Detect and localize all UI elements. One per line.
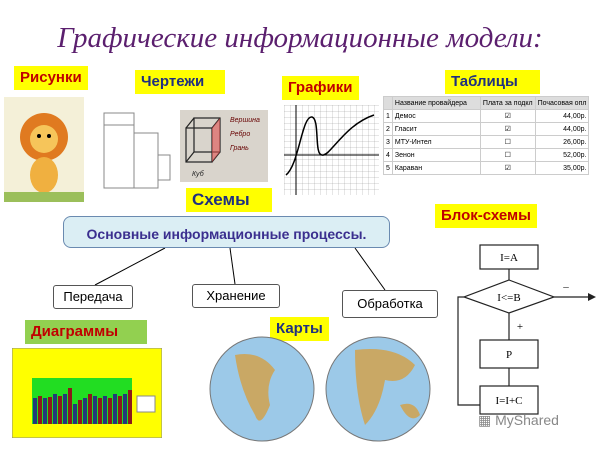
bar bbox=[33, 398, 37, 424]
bar bbox=[58, 396, 62, 424]
bar bbox=[83, 398, 87, 424]
bar bbox=[63, 394, 67, 424]
lion-drawing-image bbox=[4, 97, 84, 202]
bar bbox=[38, 396, 42, 424]
bar bbox=[68, 388, 72, 424]
label-flowcharts: Блок-схемы bbox=[435, 204, 537, 228]
bar bbox=[118, 396, 122, 424]
label-schemes: Схемы bbox=[186, 188, 272, 212]
presentation-icon: ▦ bbox=[478, 412, 496, 428]
bar bbox=[113, 394, 117, 424]
label-blueprints: Чертежи bbox=[135, 70, 225, 94]
label-maps: Карты bbox=[270, 317, 329, 341]
cube-edge-label: Ребро bbox=[230, 130, 250, 138]
cube-face-label: Грань bbox=[230, 145, 249, 152]
bar bbox=[43, 398, 47, 424]
cube-name-label: Куб bbox=[192, 170, 205, 178]
bar bbox=[93, 396, 97, 424]
bar bbox=[108, 398, 112, 424]
label-tables: Таблицы bbox=[445, 70, 540, 94]
bar bbox=[48, 397, 52, 424]
function-graph-image bbox=[284, 105, 379, 195]
bar bbox=[123, 394, 127, 424]
label-graphs: Графики bbox=[282, 76, 359, 100]
bar bbox=[73, 404, 77, 424]
world-map-image bbox=[209, 336, 431, 442]
flow-init: I=A bbox=[500, 252, 518, 264]
flow-no-label: – bbox=[562, 281, 569, 293]
flow-yes-label: + bbox=[517, 321, 523, 333]
flow-step: I=I+C bbox=[495, 395, 522, 407]
flow-body: P bbox=[506, 349, 512, 361]
cube-vertex-label: Вершина bbox=[230, 117, 260, 124]
bar bbox=[78, 400, 82, 424]
cube-drawing-image: Вершина Ребро Грань Куб bbox=[180, 110, 268, 182]
bar-chart-image bbox=[12, 348, 162, 438]
label-drawings: Рисунки bbox=[14, 66, 88, 90]
bar bbox=[88, 394, 92, 424]
bar bbox=[53, 394, 57, 424]
flow-condition: I<=B bbox=[497, 292, 520, 304]
bar bbox=[128, 390, 132, 424]
process-transfer: Передача bbox=[53, 285, 133, 309]
floor-plan-image bbox=[100, 105, 175, 190]
label-diagrams: Диаграммы bbox=[25, 320, 147, 344]
bar bbox=[103, 396, 107, 424]
slide-title: Графические информационные модели: bbox=[57, 22, 543, 54]
flowchart-image: I=A I<=B P I=I+C – + bbox=[457, 244, 596, 415]
main-processes-box: Основные информационные процессы. bbox=[63, 216, 390, 248]
process-storage: Хранение bbox=[192, 284, 280, 308]
watermark: ▦ MyShared bbox=[478, 412, 559, 428]
bar bbox=[98, 398, 102, 424]
process-processing: Обработка bbox=[342, 290, 438, 318]
